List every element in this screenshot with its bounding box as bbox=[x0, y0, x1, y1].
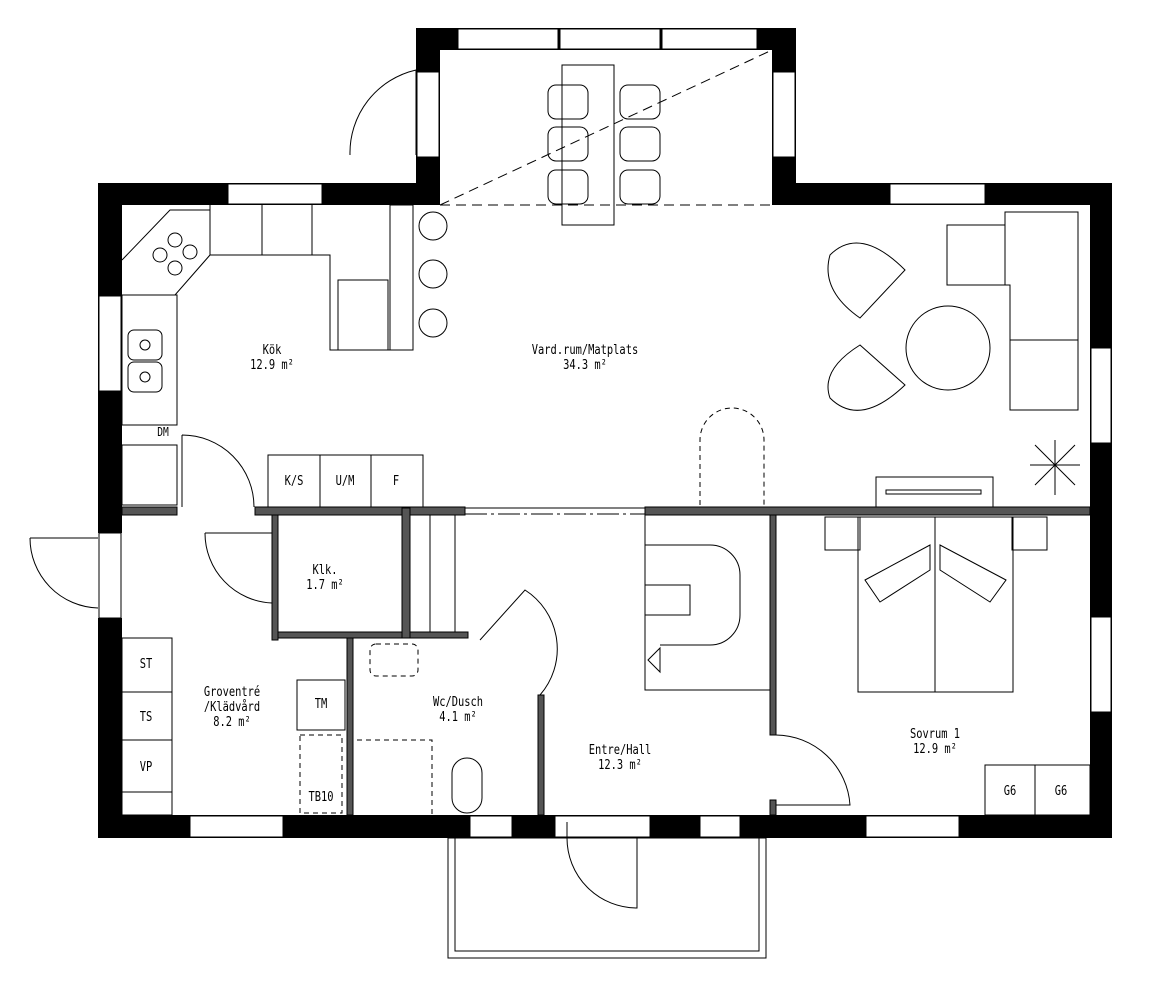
appliance-dm: DM bbox=[157, 425, 169, 439]
appliance-tm: TM bbox=[314, 697, 328, 712]
bedroom-fixtures bbox=[824, 516, 1091, 816]
room-label-klk: Klk.1.7 m² bbox=[306, 563, 344, 593]
utility-room-fixtures bbox=[121, 637, 346, 816]
windows bbox=[98, 28, 1112, 838]
kitchen-counters bbox=[121, 204, 448, 508]
dining-area bbox=[439, 49, 773, 226]
wardrobe-g6-left: G6 bbox=[1003, 784, 1017, 799]
appliance-ts: TS bbox=[139, 710, 153, 725]
porch bbox=[447, 837, 767, 959]
bathroom-fixtures bbox=[357, 643, 483, 815]
appliance-st: ST bbox=[139, 657, 153, 672]
dining-chairs bbox=[547, 84, 661, 205]
wardrobe-g6-right: G6 bbox=[1054, 784, 1068, 799]
living-furniture bbox=[699, 211, 1080, 508]
appliance-vp: VP bbox=[139, 760, 153, 775]
hall-fixtures bbox=[409, 514, 771, 691]
doors bbox=[29, 69, 851, 909]
appliance-ks: K/S bbox=[284, 474, 304, 489]
appliance-tb10: TB10 bbox=[308, 790, 334, 805]
appliance-f: F bbox=[392, 474, 400, 489]
appliance-um: U/M bbox=[335, 474, 355, 489]
